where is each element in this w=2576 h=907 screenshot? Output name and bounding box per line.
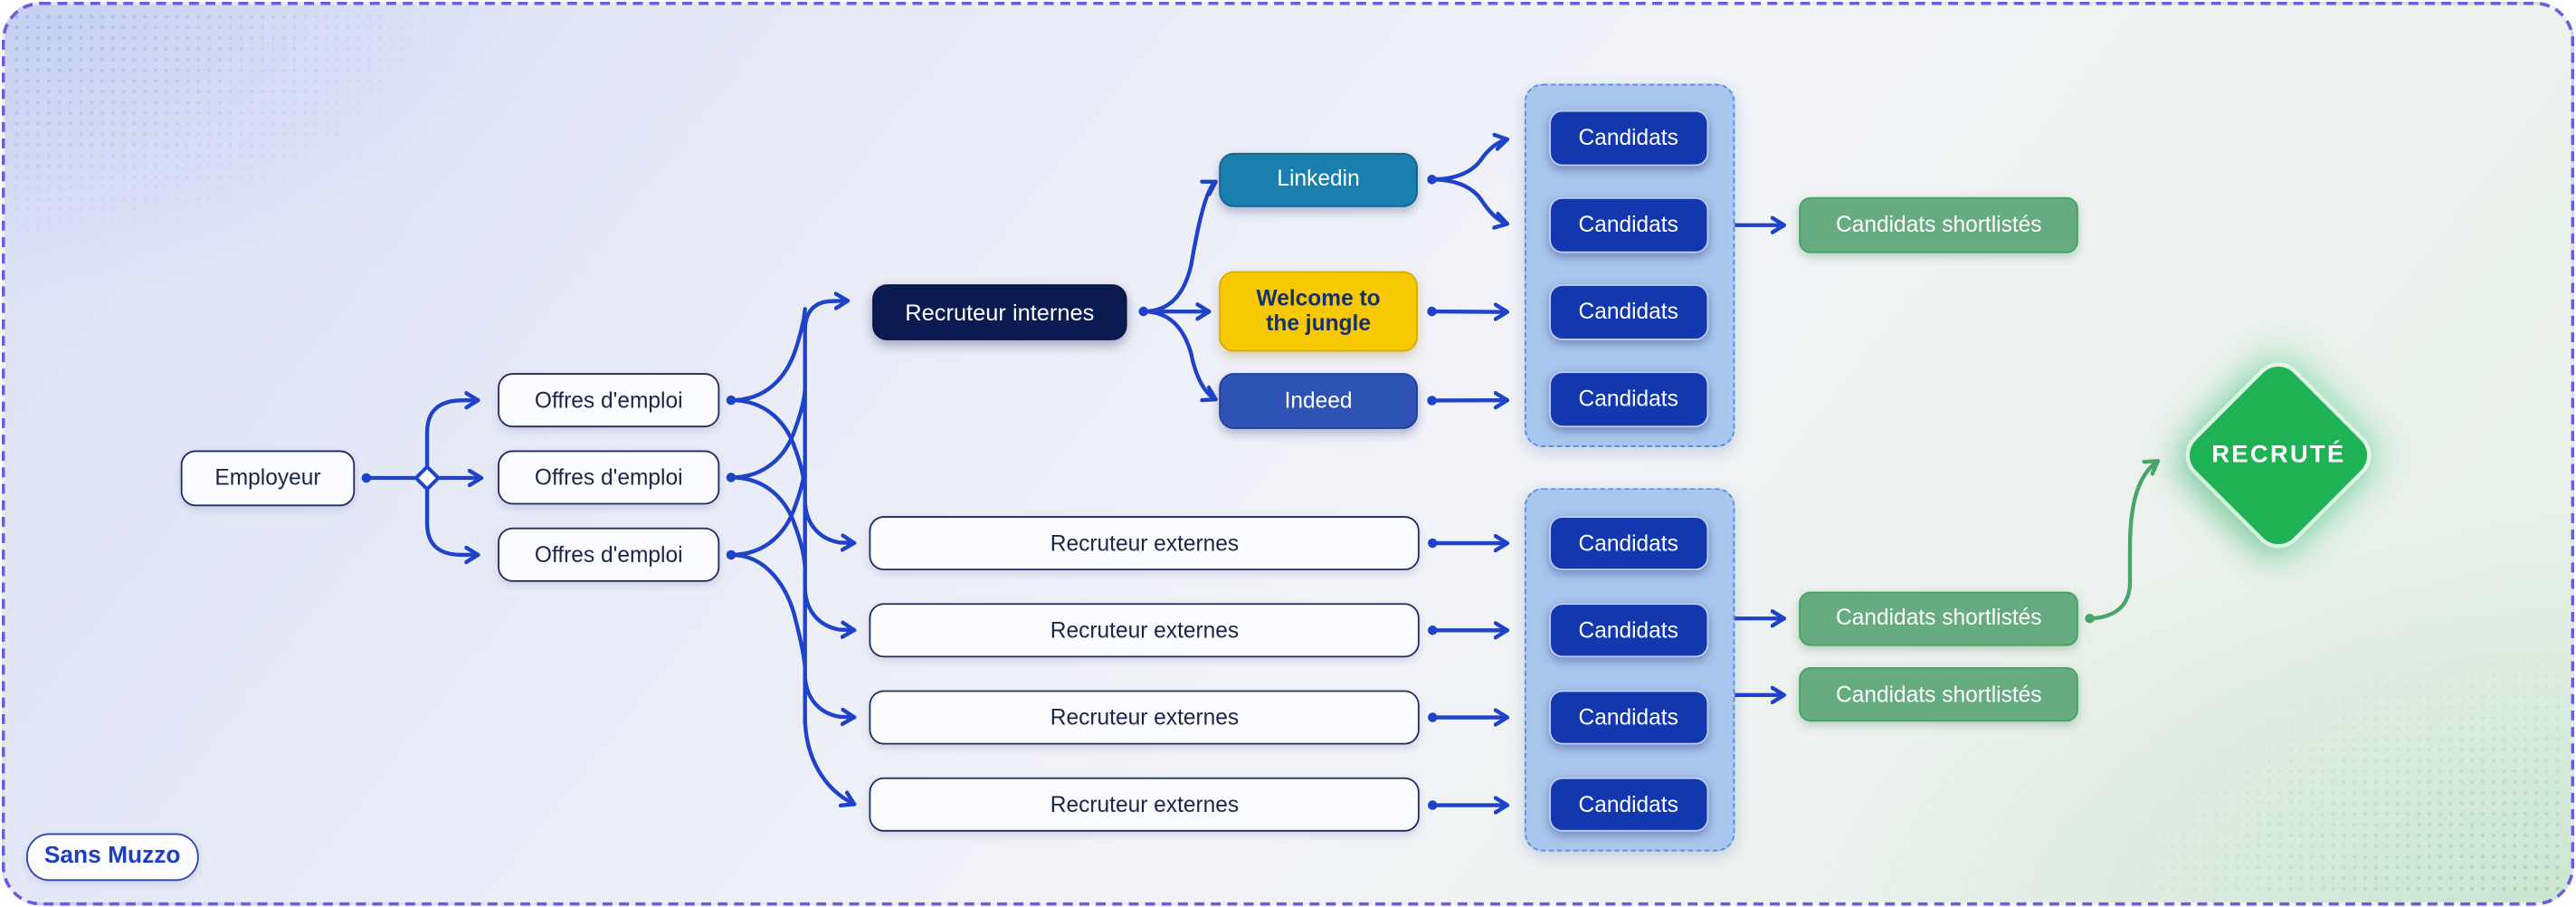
node-external-candidate-2: Candidats: [1548, 603, 1708, 658]
node-external-recruiter-4: Recruteur externes: [869, 778, 1421, 833]
node-shortlisted-external-1: Candidats shortlistés: [1798, 590, 2079, 646]
node-job-offer-3: Offres d'emploi: [498, 528, 720, 582]
blue-connectors: [364, 139, 1784, 806]
node-platform-welcome-to-the-jungle: Welcome to the jungle: [1219, 271, 1418, 351]
node-internal-candidate-3: Candidats: [1548, 284, 1708, 340]
node-external-candidate-4: Candidats: [1548, 778, 1708, 833]
node-shortlisted-internal: Candidats shortlistés: [1798, 197, 2079, 253]
node-external-recruiter-2: Recruteur externes: [869, 603, 1421, 658]
hired-label: RECRUTÉ: [2210, 441, 2345, 469]
node-external-recruiter-1: Recruteur externes: [869, 515, 1421, 571]
node-external-candidate-1: Candidats: [1548, 515, 1708, 571]
node-internal-recruiter: Recruteur internes: [872, 283, 1127, 341]
node-shortlisted-external-2: Candidats shortlistés: [1798, 667, 2079, 722]
node-internal-candidate-1: Candidats: [1548, 110, 1708, 166]
node-job-offer-1: Offres d'emploi: [498, 373, 720, 427]
node-employer: Employeur: [180, 449, 356, 506]
node-internal-candidate-4: Candidats: [1548, 371, 1708, 427]
node-external-recruiter-3: Recruteur externes: [869, 690, 1421, 745]
node-platform-linkedin: Linkedin: [1219, 151, 1418, 207]
watermark-badge: Sans Muzzo: [26, 832, 199, 882]
junction-diamond-icon: [414, 465, 440, 491]
node-internal-candidate-2: Candidats: [1548, 197, 1708, 253]
node-platform-indeed: Indeed: [1219, 373, 1418, 429]
node-external-candidate-3: Candidats: [1548, 690, 1708, 745]
node-job-offer-2: Offres d'emploi: [498, 451, 720, 504]
green-connector: [2087, 461, 2158, 621]
